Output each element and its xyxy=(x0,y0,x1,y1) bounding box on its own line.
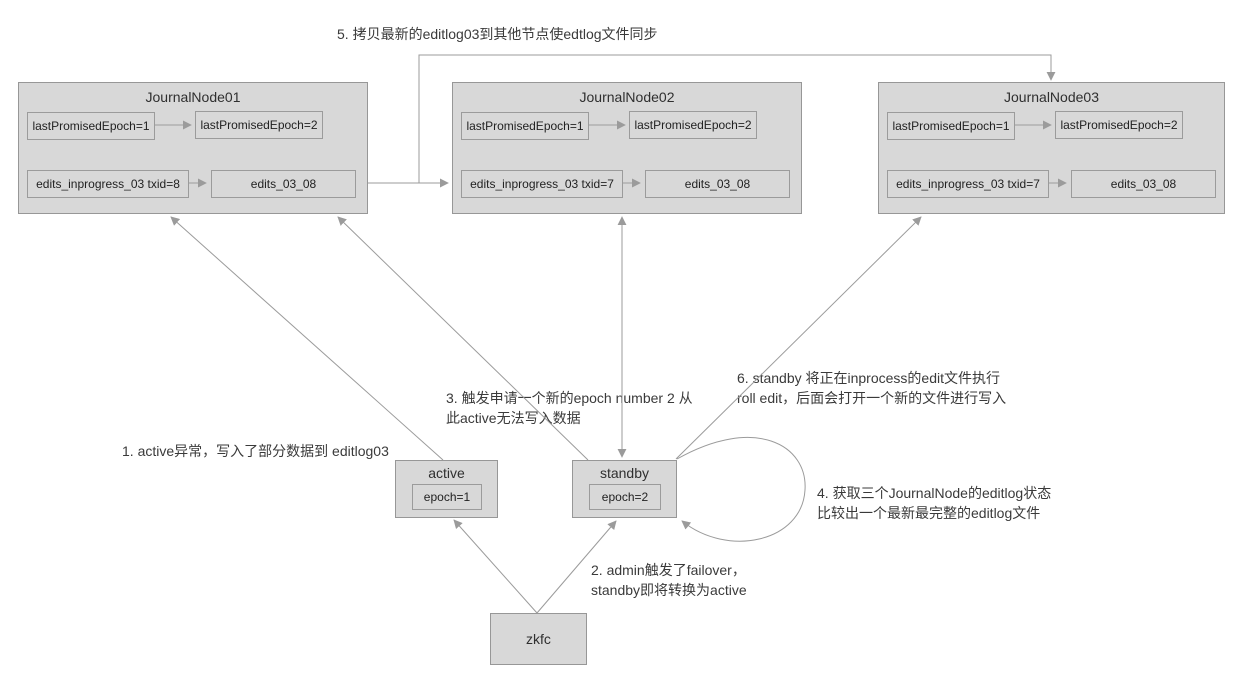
jn3-last-promised-epoch-old-box: lastPromisedEpoch=1 xyxy=(887,112,1015,140)
jn2-last-promised-epoch-new-box: lastPromisedEpoch=2 xyxy=(629,111,757,139)
journalnode03-box: JournalNode03 lastPromisedEpoch=1 lastPr… xyxy=(878,82,1225,214)
journalnode01-title: JournalNode01 xyxy=(145,89,241,105)
journalnode02-box: JournalNode02 lastPromisedEpoch=1 lastPr… xyxy=(452,82,802,214)
jn1-last-promised-epoch-new-box: lastPromisedEpoch=2 xyxy=(195,111,323,139)
jn1-last-promised-epoch-old-box: lastPromisedEpoch=1 xyxy=(27,112,155,140)
jn2-edits-inprogress-box: edits_inprogress_03 txid=7 xyxy=(461,170,623,198)
arrow-active-to-jn1 xyxy=(170,216,444,461)
jn2-last-promised-epoch-old-box: lastPromisedEpoch=1 xyxy=(461,112,589,140)
annotation-step6: 6. standby 将正在inprocess的edit文件执行 roll ed… xyxy=(737,370,1007,406)
journalnode03-title: JournalNode03 xyxy=(1004,89,1099,105)
active-epoch-box: epoch=1 xyxy=(412,484,482,510)
zkfc-box: zkfc xyxy=(490,613,587,665)
jn3-edits-inprogress-box: edits_inprogress_03 txid=7 xyxy=(887,170,1049,198)
jn3-last-promised-epoch-new-box: lastPromisedEpoch=2 xyxy=(1055,111,1183,139)
standby-epoch-box: epoch=2 xyxy=(589,484,661,510)
jn1-edits-finalized-box: edits_03_08 xyxy=(211,170,356,198)
jn1-edits-inprogress-box: edits_inprogress_03 txid=8 xyxy=(27,170,189,198)
journalnode02-title: JournalNode02 xyxy=(579,89,675,105)
arrow-standby-self-loop xyxy=(676,436,806,542)
annotation-step3: 3. 触发申请一个新的epoch number 2 从 此active无法写入数… xyxy=(446,390,693,426)
active-label: active xyxy=(428,465,465,481)
annotation-step2: 2. admin触发了failover， standby即将转换为active xyxy=(591,562,747,598)
arrow-standby-to-jn3 xyxy=(675,216,922,460)
active-namenode-box: active epoch=1 xyxy=(395,460,498,518)
annotation-step1: 1. active异常，写入了部分数据到 editlog03 xyxy=(122,443,389,459)
standby-label: standby xyxy=(599,465,650,481)
annotation-step4: 4. 获取三个JournalNode的editlog状态 比较出一个最新最完整的… xyxy=(817,485,1052,521)
journalnode01-box: JournalNode01 lastPromisedEpoch=1 lastPr… xyxy=(18,82,368,214)
jn2-edits-finalized-box: edits_03_08 xyxy=(645,170,790,198)
arrow-zkfc-to-active xyxy=(453,519,538,614)
annotation-step5: 5. 拷贝最新的editlog03到其他节点使edtlog文件同步 xyxy=(337,26,658,42)
jn3-edits-finalized-box: edits_03_08 xyxy=(1071,170,1216,198)
standby-namenode-box: standby epoch=2 xyxy=(572,460,677,518)
